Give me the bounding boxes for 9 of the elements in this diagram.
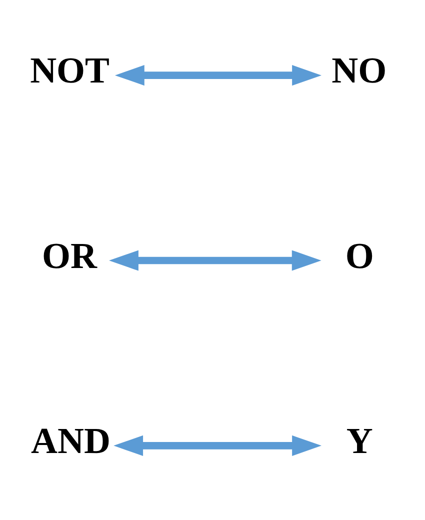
node-text: NO: [332, 49, 387, 90]
node-text: NOT: [30, 49, 110, 90]
arrow: [114, 434, 322, 456]
node-text: Y: [346, 420, 373, 460]
arrow: [114, 64, 322, 86]
node-text: AND: [31, 420, 110, 460]
arrow: [109, 250, 322, 270]
node-text: O: [345, 234, 374, 276]
node-text: OR: [42, 234, 97, 276]
